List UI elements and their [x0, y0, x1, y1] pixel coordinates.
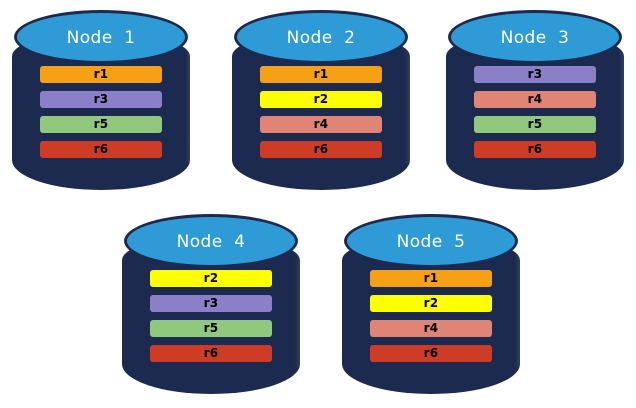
replica-list: r1 r3 r5 r6 [40, 66, 162, 158]
replica-bar[interactable]: r3 [474, 66, 596, 83]
replica-bar[interactable]: r1 [260, 66, 382, 83]
replica-bar[interactable]: r6 [370, 345, 492, 362]
replica-bar[interactable]: r6 [474, 141, 596, 158]
node-title: Node 5 [396, 232, 466, 252]
node-top-ellipse [344, 214, 518, 268]
node-title: Node 1 [66, 28, 136, 48]
node-top-ellipse [124, 214, 298, 268]
replica-bar[interactable]: r6 [260, 141, 382, 158]
replica-bar[interactable]: r3 [150, 295, 272, 312]
replica-bar[interactable]: r3 [40, 91, 162, 108]
replica-list: r1 r2 r4 r6 [370, 270, 492, 362]
storage-node-cylinder[interactable]: Node 2 r1 r2 r4 r6 [232, 8, 410, 190]
replica-bar[interactable]: r1 [370, 270, 492, 287]
replica-bar[interactable]: r4 [474, 91, 596, 108]
replica-bar[interactable]: r2 [150, 270, 272, 287]
node-top-ellipse [448, 10, 622, 64]
replica-bar[interactable]: r1 [40, 66, 162, 83]
replica-bar[interactable]: r5 [40, 116, 162, 133]
node-top-ellipse [14, 10, 188, 64]
replica-list: r2 r3 r5 r6 [150, 270, 272, 362]
replica-bar[interactable]: r4 [370, 320, 492, 337]
replica-bar[interactable]: r4 [260, 116, 382, 133]
storage-node-cylinder[interactable]: Node 3 r3 r4 r5 r6 [446, 8, 624, 190]
replica-list: r3 r4 r5 r6 [474, 66, 596, 158]
node-title: Node 2 [286, 28, 356, 48]
replica-bar[interactable]: r5 [474, 116, 596, 133]
replica-list: r1 r2 r4 r6 [260, 66, 382, 158]
node-top-ellipse [234, 10, 408, 64]
node-title: Node 3 [500, 28, 570, 48]
replica-bar[interactable]: r6 [150, 345, 272, 362]
replica-bar[interactable]: r6 [40, 141, 162, 158]
storage-node-cylinder[interactable]: Node 5 r1 r2 r4 r6 [342, 212, 520, 394]
replica-bar[interactable]: r2 [370, 295, 492, 312]
storage-node-cylinder[interactable]: Node 1 r1 r3 r5 r6 [12, 8, 190, 190]
storage-node-cylinder[interactable]: Node 4 r2 r3 r5 r6 [122, 212, 300, 394]
replica-bar[interactable]: r2 [260, 91, 382, 108]
node-title: Node 4 [176, 232, 246, 252]
replica-bar[interactable]: r5 [150, 320, 272, 337]
